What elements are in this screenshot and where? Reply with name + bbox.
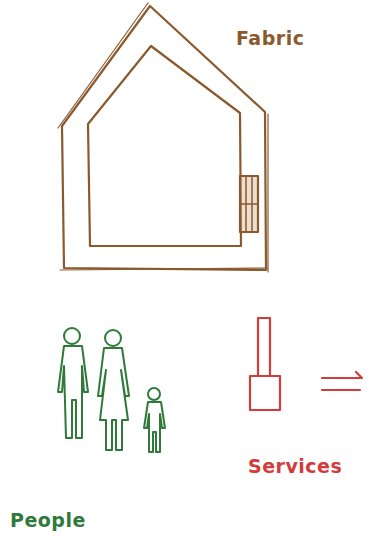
services-label: Services xyxy=(248,456,342,477)
flue-pipe xyxy=(258,318,270,376)
people-label: People xyxy=(10,510,86,531)
house-inner-wall xyxy=(88,46,241,246)
window-mullions xyxy=(240,176,258,232)
services-symbol xyxy=(250,318,362,410)
woman-figure xyxy=(98,330,129,450)
child-figure xyxy=(144,388,165,452)
boiler-box xyxy=(250,376,280,410)
woman-head xyxy=(105,330,121,346)
child-head xyxy=(148,388,160,400)
people-figures xyxy=(58,328,165,452)
woman-body xyxy=(98,348,129,450)
fabric-label: Fabric xyxy=(236,28,304,49)
man-body xyxy=(58,346,88,438)
man-figure xyxy=(58,328,88,438)
house-outer-wall xyxy=(62,6,266,270)
child-body xyxy=(144,402,165,452)
man-head xyxy=(64,328,80,344)
window xyxy=(240,176,258,232)
flow-lines xyxy=(322,372,362,390)
